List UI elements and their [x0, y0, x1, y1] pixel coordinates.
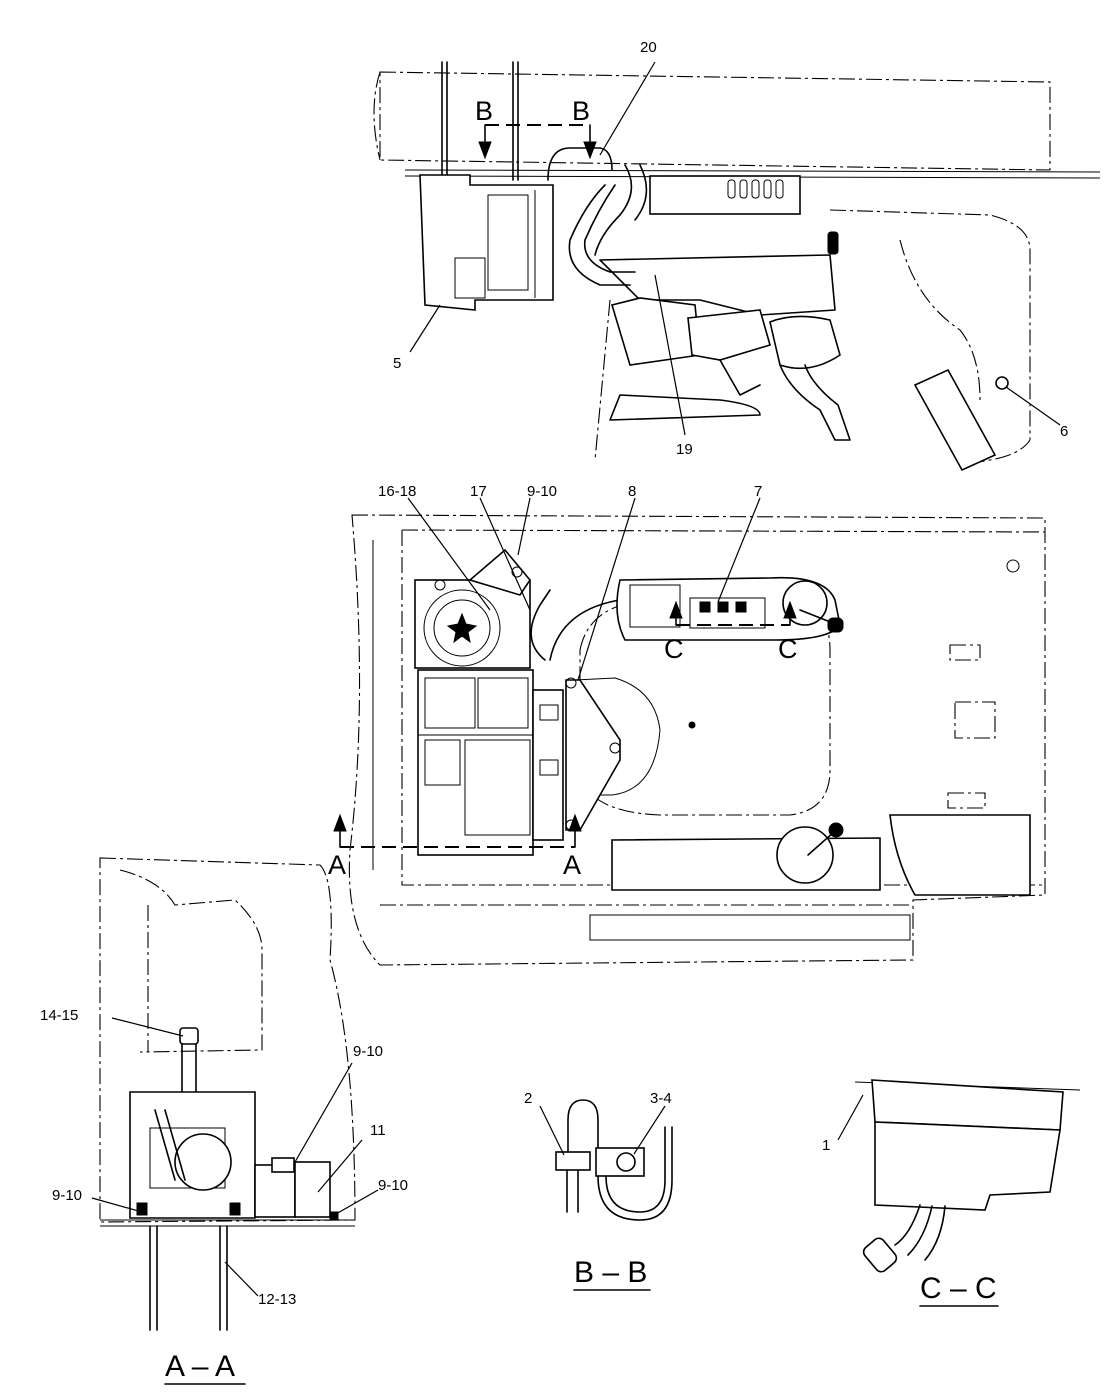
callout-20: 20	[640, 39, 657, 56]
section-title-c-c: C – C	[920, 1272, 997, 1305]
vent-slots	[727, 179, 784, 199]
callout-11: 11	[370, 1122, 386, 1139]
callout-8: 8	[628, 483, 636, 500]
callout-9-10-aa-right: 9-10	[353, 1043, 383, 1060]
section-mark-b-right: B	[572, 96, 590, 126]
callout-9-10-aa-base: 9-10	[378, 1177, 408, 1194]
callout-3-4: 3-4	[650, 1090, 672, 1107]
callout-19: 19	[676, 441, 693, 458]
side-elevation-view: B B 20 5 19 6	[373, 39, 1101, 472]
callout-12-13: 12-13	[258, 1291, 296, 1308]
callout-9-10-aa-left: 9-10	[52, 1187, 82, 1204]
section-mark-c-left: C	[664, 634, 684, 664]
callout-16-18: 16-18	[378, 483, 416, 500]
callout-1: 1	[822, 1137, 830, 1154]
section-a-a: 14-15 9-10 11 9-10 9-10 12-13 A – A	[40, 857, 408, 1385]
callout-5: 5	[393, 355, 401, 372]
callout-6: 6	[1060, 423, 1068, 440]
section-mark-a-left: A	[328, 850, 346, 880]
callout-9-10-top: 9-10	[527, 483, 557, 500]
section-mark-a-right: A	[563, 850, 581, 880]
section-c-c: 1 C – C	[822, 1079, 1081, 1307]
callout-17: 17	[470, 483, 487, 500]
callout-2: 2	[524, 1090, 532, 1107]
callout-14-15: 14-15	[40, 1007, 78, 1024]
section-title-b-b: B – B	[574, 1256, 647, 1289]
section-title-a-a: A – A	[165, 1350, 235, 1383]
section-mark-c-right: C	[778, 634, 798, 664]
callout-7: 7	[754, 483, 762, 500]
section-b-b: 2 3-4 B – B	[524, 1090, 673, 1291]
plan-view: A A C C 16-18 17 9-10 8 7	[328, 483, 1046, 966]
section-mark-b-left: B	[475, 96, 493, 126]
